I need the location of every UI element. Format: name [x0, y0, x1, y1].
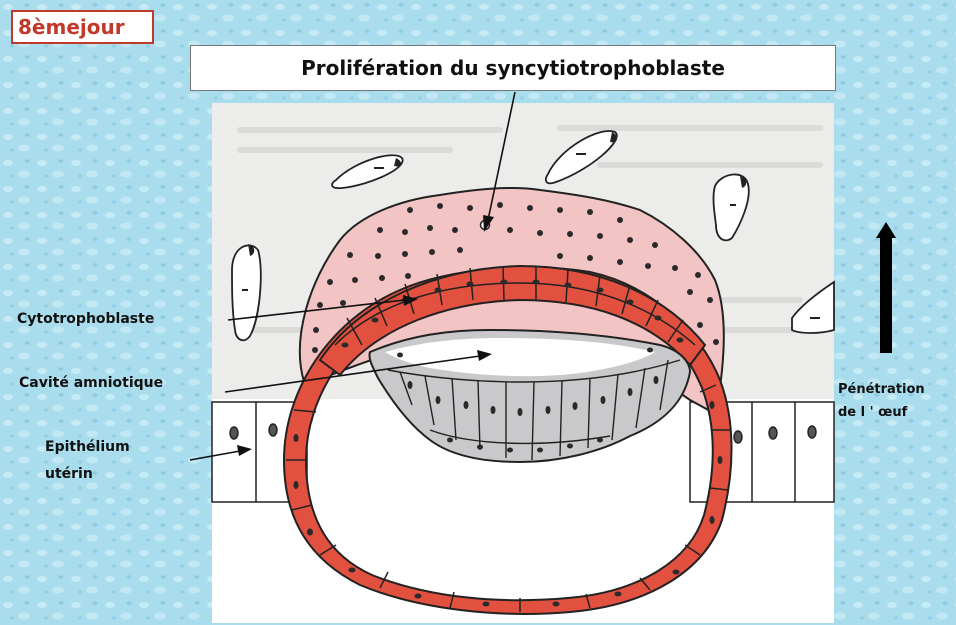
label-uterin: utérin — [45, 465, 93, 484]
day-badge: 8èmejour — [11, 10, 154, 44]
label-epithelium: Epithélium — [45, 438, 130, 457]
label-de-l-oeuf: de l ' œuf — [838, 403, 907, 422]
label-penetration: Pénétration — [838, 380, 925, 399]
diagram-title: Prolifération du syncytiotrophoblaste — [190, 45, 836, 91]
label-cavite-amniotique: Cavité amniotique — [19, 374, 163, 393]
label-cytotrophoblaste: Cytotrophoblaste — [17, 310, 154, 329]
